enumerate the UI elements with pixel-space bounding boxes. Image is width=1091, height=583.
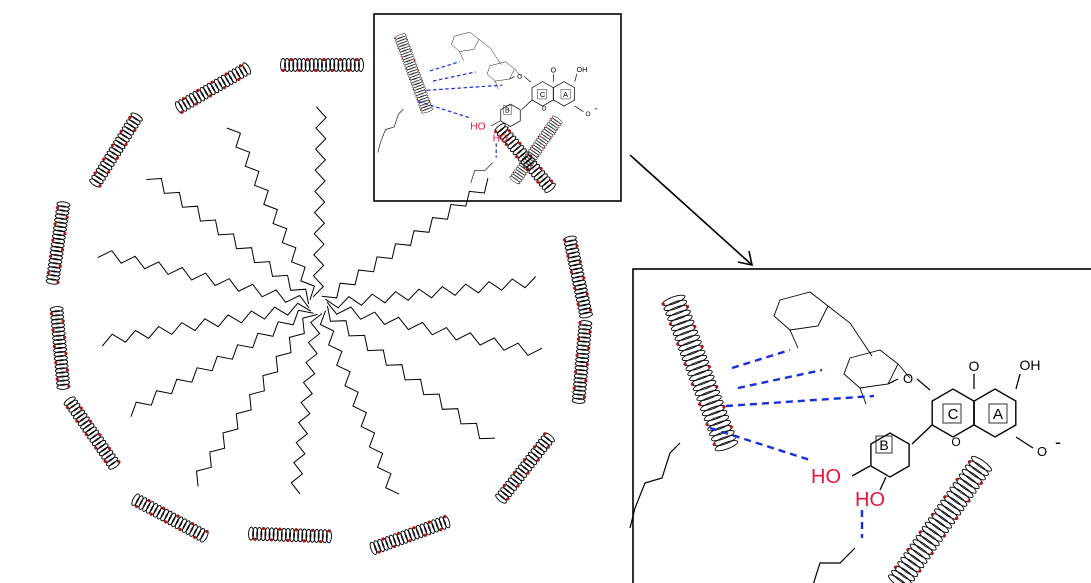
atom-label-o-carbonyl: O [969,358,980,374]
head-group-coil [248,526,332,544]
atom-label-ring-o: O [542,106,547,113]
alkyl-tail [195,313,318,487]
alkyl-tail [326,301,543,357]
alkyl-tail [97,250,310,309]
head-group-coil [394,33,434,114]
head-group-coil [571,320,593,404]
zoom-arrow-icon [629,154,754,267]
head-group-coil [888,455,992,583]
atom-label-minus-sign: - [1055,432,1061,452]
atom-label-glyco-o: O [517,74,522,81]
atom-label-ring-o: O [951,435,960,449]
atom-label-oh-top: OH [577,66,588,74]
alkyl-tail [326,305,496,440]
head-group-coil [494,123,556,193]
head-group-coil [369,514,451,555]
head-group-coil [174,62,252,114]
head-group-coil [49,306,71,390]
head-group-coil [63,396,121,470]
atom-label-o-carbonyl: O [551,66,557,74]
atom-label-ring-b: B [505,107,510,115]
hydrogen-bonds [709,348,875,538]
alkyl-tail [319,310,400,495]
alkyl-tail [321,178,489,299]
flavone-core: C A B [500,81,576,127]
surfactant-tails [97,106,543,495]
surfactant-head-groups [45,57,593,555]
head-group-coil [45,201,71,285]
atom-label-ring-c: C [540,90,546,99]
alkyl-tail [290,313,323,495]
atom-label-ho-1: HO [470,122,485,133]
atom-label-ring-a: A [563,90,569,99]
atom-label-glyco-o: O [903,371,913,386]
head-group-coil [509,115,563,185]
head-group-coil [280,57,364,73]
atom-label-ring-b: B [879,437,888,453]
head-group-coil [495,432,555,504]
head-group-coil [89,112,143,188]
atom-label-ring-a: A [993,406,1003,423]
atom-label-ho-2: HO [493,133,508,144]
alkyl-tail [130,309,314,417]
head-group-coil [562,235,593,319]
alkyl-tail [101,302,312,347]
head-group-coil [131,493,209,543]
flavone-core: C A B [870,388,1017,478]
alkyl-tail [325,276,537,309]
atom-label-o-minus: O [585,111,590,118]
alkyl-tail [146,177,310,305]
disaccharide [451,31,521,90]
head-group-coil [661,294,739,452]
atom-label-ring-c: C [948,406,959,423]
zoom-source-frame [373,13,622,202]
alkyl-tail [226,127,316,301]
atom-label-ho-2: HO [855,489,885,511]
hydrogen-bonds [418,61,503,158]
atom-label-minus-sign: - [595,104,598,114]
atom-label-oh-top: OH [1020,357,1041,373]
atom-label-ho-1: HO [811,466,841,488]
alkyl-tail [312,106,327,298]
atom-label-o-minus: O [1037,444,1047,459]
